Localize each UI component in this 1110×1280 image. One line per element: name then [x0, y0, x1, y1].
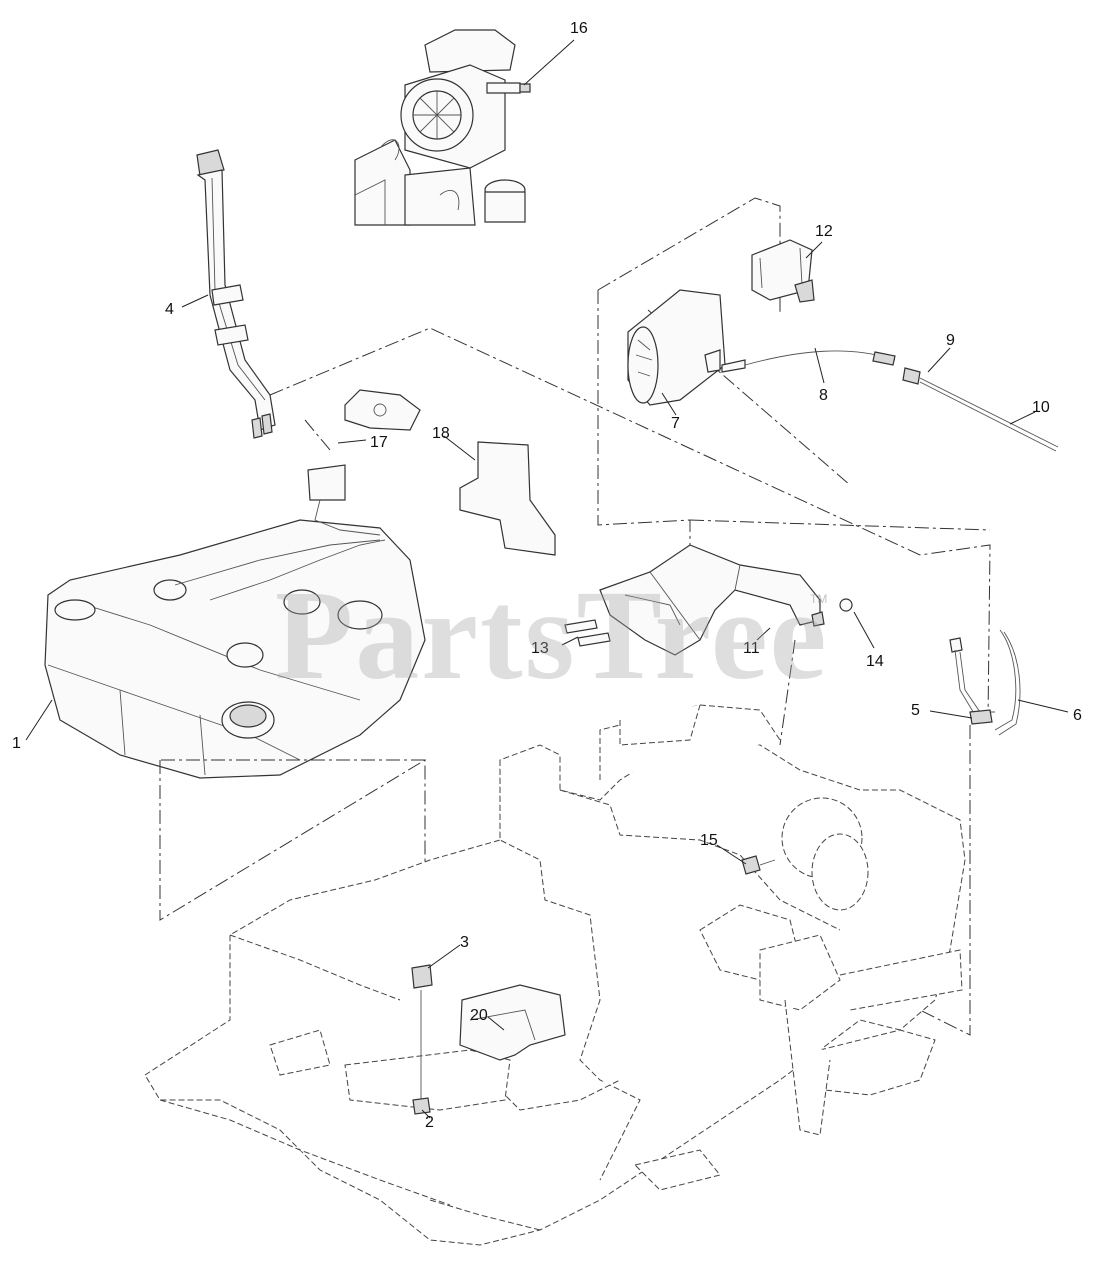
- callout-20: 20: [470, 1007, 488, 1024]
- mower-frame: [144, 704, 966, 1246]
- engine-assembly: [354, 29, 531, 226]
- callout-2: 2: [425, 1114, 434, 1131]
- shield-screws: [564, 598, 853, 647]
- callout-3: 3: [460, 934, 469, 951]
- callout-6: 6: [1073, 707, 1082, 724]
- callout-18: 18: [432, 425, 450, 442]
- callout-leaders: [25, 39, 1069, 1119]
- callout-13: 13: [531, 640, 549, 657]
- fuel-lines: [949, 629, 1021, 736]
- charcoal-canister: [627, 289, 746, 406]
- callout-15: 15: [700, 832, 718, 849]
- callout-labels: 1 2 3 4 5 6 7 8 9 10 11 12 13 14 15 16 1…: [12, 20, 1082, 1131]
- trademark-mark: TM: [810, 592, 828, 606]
- callout-1: 1: [12, 735, 21, 752]
- heat-shield: [459, 984, 566, 1061]
- callout-11: 11: [743, 640, 760, 657]
- fuel-tank: [44, 464, 426, 779]
- callout-7: 7: [671, 415, 680, 432]
- callout-4: 4: [165, 301, 174, 318]
- callout-14: 14: [866, 653, 884, 670]
- callout-12: 12: [815, 223, 833, 240]
- fuel-tank-bracket: [344, 389, 421, 431]
- tank-shield: [599, 544, 825, 656]
- isolator-mount: [411, 964, 433, 1115]
- tank-pad: [459, 441, 556, 556]
- callout-16: 16: [570, 20, 588, 37]
- vent-hose: [744, 350, 1059, 452]
- fuel-filler-neck: [196, 149, 276, 439]
- callout-5: 5: [911, 702, 920, 719]
- canister-strap: [751, 239, 815, 303]
- callout-10: 10: [1032, 399, 1050, 416]
- callout-17: 17: [370, 434, 388, 451]
- callout-9: 9: [946, 332, 955, 349]
- callout-8: 8: [819, 387, 828, 404]
- frame-nut: [741, 855, 776, 875]
